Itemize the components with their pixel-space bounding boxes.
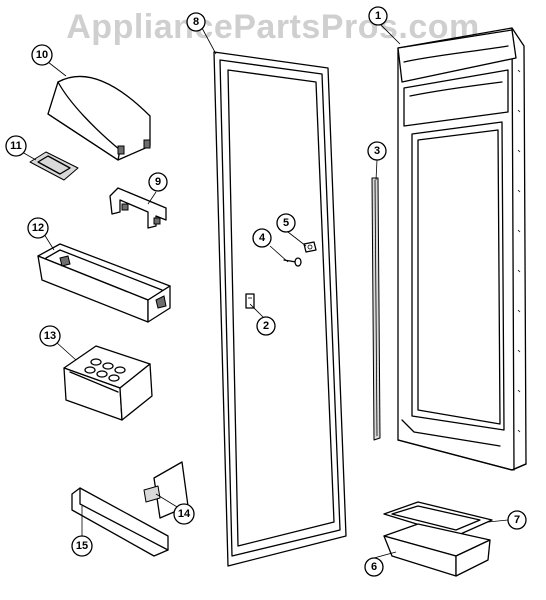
callout-label: 6	[371, 561, 377, 573]
part-door-liner	[397, 27, 527, 471]
part-nut	[303, 241, 317, 253]
callout-15: 15	[71, 535, 93, 557]
callout-10: 10	[31, 44, 53, 66]
callout-5: 5	[276, 213, 296, 233]
part-door-gasket	[213, 51, 347, 567]
callout-12: 12	[27, 217, 49, 239]
leader-lines	[21, 21, 509, 559]
callout-3: 3	[367, 141, 387, 161]
callout-label: 10	[36, 49, 48, 61]
part-crisper-pan	[383, 523, 491, 577]
callout-4: 4	[252, 228, 272, 248]
part-bottom-trim	[71, 487, 169, 557]
callout-label: 9	[155, 176, 161, 188]
callout-14: 14	[173, 503, 195, 525]
callout-label: 11	[10, 140, 22, 152]
part-door-bin	[37, 243, 171, 323]
callout-7: 7	[507, 510, 527, 530]
part-breaker-strip	[371, 177, 381, 441]
callout-label: 12	[32, 222, 44, 234]
part-door-stop	[245, 293, 255, 309]
callout-label: 2	[263, 320, 269, 332]
part-bin-divider	[143, 461, 189, 519]
part-bracket	[109, 187, 167, 229]
callout-label: 8	[193, 16, 199, 28]
callout-label: 15	[76, 540, 88, 552]
callout-label: 4	[259, 232, 266, 244]
callout-2: 2	[256, 316, 276, 336]
callout-6: 6	[364, 557, 384, 577]
callout-label: 5	[283, 217, 289, 229]
callout-13: 13	[39, 325, 61, 347]
callout-8: 8	[186, 12, 206, 32]
callout-1: 1	[368, 6, 388, 26]
part-egg-bin	[63, 345, 153, 421]
callout-label: 3	[374, 145, 380, 157]
callout-label: 7	[514, 514, 520, 526]
callout-label: 1	[375, 10, 381, 22]
callout-label: 13	[44, 330, 56, 342]
callout-label: 14	[178, 508, 191, 520]
part-clip	[29, 151, 79, 181]
callout-9: 9	[148, 172, 168, 192]
part-dairy-door	[47, 75, 151, 161]
callout-11: 11	[5, 135, 27, 157]
